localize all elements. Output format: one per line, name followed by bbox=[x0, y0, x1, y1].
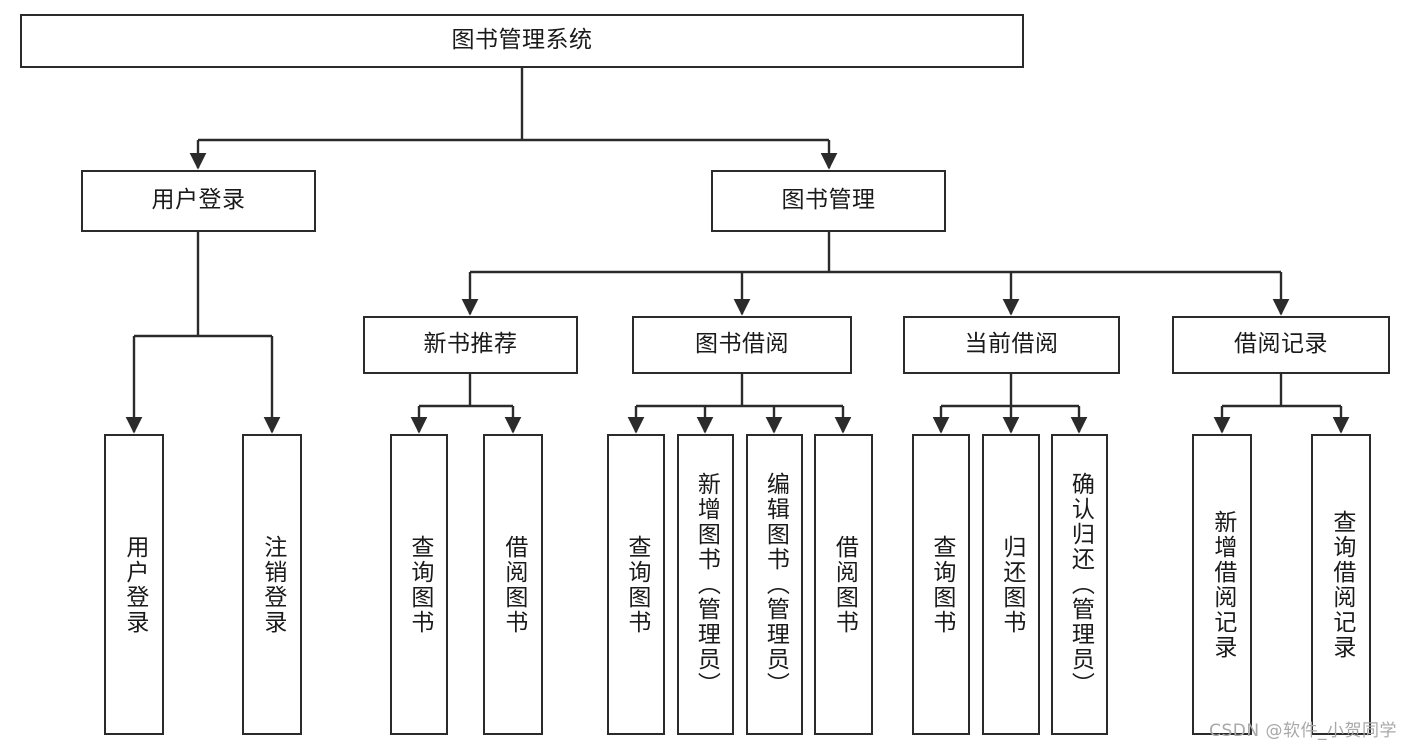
node-label: 图书管理 bbox=[781, 187, 876, 214]
node-label: 新增借阅记录 bbox=[1209, 509, 1236, 660]
node-borrow-records[interactable]: 借阅记录 bbox=[1172, 316, 1390, 374]
node-new-book-recommend[interactable]: 新书推荐 bbox=[363, 316, 578, 374]
node-book-management[interactable]: 图书管理 bbox=[711, 170, 946, 232]
node-label: 新书推荐 bbox=[423, 331, 518, 358]
leaf-borrow-book[interactable]: 借阅图书 bbox=[814, 434, 873, 735]
node-label: 借阅记录 bbox=[1234, 331, 1328, 358]
leaf-confirm-return-admin[interactable]: 确认归还（管理员） bbox=[1051, 434, 1108, 735]
node-label: 当前借阅 bbox=[964, 331, 1059, 358]
node-current-borrow[interactable]: 当前借阅 bbox=[903, 316, 1120, 374]
node-label: 借阅图书 bbox=[831, 534, 858, 635]
node-label: 确认归还（管理员） bbox=[1067, 472, 1094, 697]
node-label: 图书管理系统 bbox=[451, 27, 593, 54]
leaf-query-borrow-record[interactable]: 查询借阅记录 bbox=[1311, 434, 1371, 735]
node-label: 查询图书 bbox=[623, 534, 650, 635]
leaf-add-borrow-record[interactable]: 新增借阅记录 bbox=[1192, 434, 1252, 735]
node-root-system[interactable]: 图书管理系统 bbox=[20, 14, 1024, 68]
node-label: 归还图书 bbox=[998, 534, 1025, 635]
leaf-query-book[interactable]: 查询图书 bbox=[607, 434, 665, 735]
node-label: 新增图书（管理员） bbox=[693, 472, 720, 697]
node-label: 注销登录 bbox=[259, 534, 286, 635]
node-label: 用户登录 bbox=[121, 534, 148, 635]
leaf-query-book-recommend[interactable]: 查询图书 bbox=[390, 434, 448, 735]
node-label: 用户登录 bbox=[151, 187, 246, 214]
leaf-borrow-book-recommend[interactable]: 借阅图书 bbox=[483, 434, 543, 735]
leaf-add-book-admin[interactable]: 新增图书（管理员） bbox=[677, 434, 734, 735]
leaf-logout[interactable]: 注销登录 bbox=[242, 434, 302, 735]
node-label: 借阅图书 bbox=[500, 534, 527, 635]
watermark: CSDN @软件_小贺同学 bbox=[1209, 721, 1397, 741]
node-label: 编辑图书（管理员） bbox=[762, 472, 789, 697]
leaf-query-book-current[interactable]: 查询图书 bbox=[912, 434, 970, 735]
node-label: 查询图书 bbox=[928, 534, 955, 635]
leaf-user-login[interactable]: 用户登录 bbox=[104, 434, 164, 735]
node-book-borrow[interactable]: 图书借阅 bbox=[632, 316, 852, 374]
node-label: 图书借阅 bbox=[695, 331, 789, 358]
node-label: 查询图书 bbox=[406, 534, 433, 635]
node-user-login[interactable]: 用户登录 bbox=[81, 170, 316, 232]
node-label: 查询借阅记录 bbox=[1328, 509, 1355, 660]
leaf-return-book[interactable]: 归还图书 bbox=[982, 434, 1040, 735]
leaf-edit-book-admin[interactable]: 编辑图书（管理员） bbox=[746, 434, 803, 735]
